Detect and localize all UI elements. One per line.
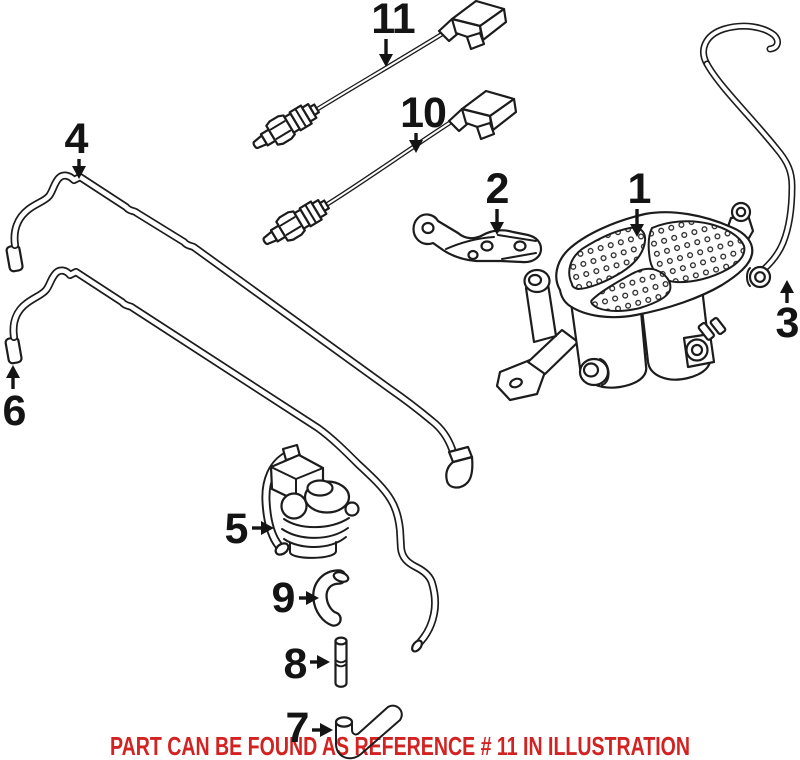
elbow-connector — [445, 455, 474, 489]
vent-nipple — [709, 316, 727, 336]
callout-9: 9 — [272, 574, 319, 622]
callout-7-label: 7 — [286, 704, 309, 752]
bracket-hole — [480, 240, 494, 252]
sensor-connector — [437, 0, 508, 51]
hose-open-end — [411, 639, 423, 653]
elbow-hose-9-drawing — [312, 569, 350, 627]
callout-5-label: 5 — [225, 505, 248, 553]
hose-7-outline — [334, 704, 403, 760]
hose-open-end — [334, 716, 354, 728]
caption-text: PART CAN BE FOUND AS REFERENCE # 11 IN I… — [110, 731, 690, 760]
callout-11-label: 11 — [371, 0, 415, 43]
callout-2: 2 — [486, 165, 510, 235]
bracket-hole — [421, 221, 435, 235]
callout-6: 6 — [3, 365, 27, 435]
callout-3: 3 — [776, 280, 800, 347]
evap-canister-drawing — [495, 201, 755, 402]
vapor-line-lower-drawing — [4, 266, 440, 653]
sensor-probe — [256, 192, 335, 254]
callout-1-label: 1 — [628, 165, 651, 213]
callout-9-label: 9 — [272, 574, 295, 622]
hose-7-drawing — [336, 705, 402, 759]
sensor-connector — [447, 89, 518, 141]
oxygen-sensor-10-drawing — [256, 89, 518, 254]
callout-10: 10 — [400, 89, 447, 153]
perforated-panel — [590, 267, 672, 312]
bracket-hole — [467, 249, 479, 261]
callout-2-label: 2 — [486, 165, 509, 213]
tube-open-end — [334, 636, 348, 646]
connector-tube-8-drawing — [334, 636, 348, 688]
perforated-panel — [568, 226, 647, 291]
callout-4: 4 — [65, 115, 90, 179]
mounting-bracket-drawing — [412, 213, 543, 264]
callout-11: 11 — [371, 0, 416, 67]
perforated-panel — [647, 220, 746, 284]
hose-open-end — [332, 571, 350, 583]
callout-5: 5 — [225, 505, 274, 553]
vent-nipple — [697, 321, 715, 341]
valve-port — [280, 492, 308, 520]
callout-3-label: 3 — [776, 299, 799, 347]
hose-end-fitting — [4, 336, 23, 365]
callout-8: 8 — [284, 640, 330, 688]
sensor-probe — [246, 96, 325, 158]
purge-valve-drawing — [261, 443, 360, 559]
callout-7: 7 — [286, 704, 333, 752]
callout-10-label: 10 — [400, 89, 446, 137]
hose-end-fitting — [5, 244, 24, 273]
callout-4-label: 4 — [65, 115, 89, 163]
vent-hose-drawing — [700, 22, 796, 289]
oxygen-sensor-11-drawing — [246, 0, 508, 158]
vapor-line-upper-drawing — [5, 171, 474, 489]
callout-6-label: 6 — [3, 387, 26, 435]
bracket-hole — [513, 240, 527, 252]
callout-8-label: 8 — [284, 640, 307, 688]
callout-1: 1 — [628, 165, 652, 237]
